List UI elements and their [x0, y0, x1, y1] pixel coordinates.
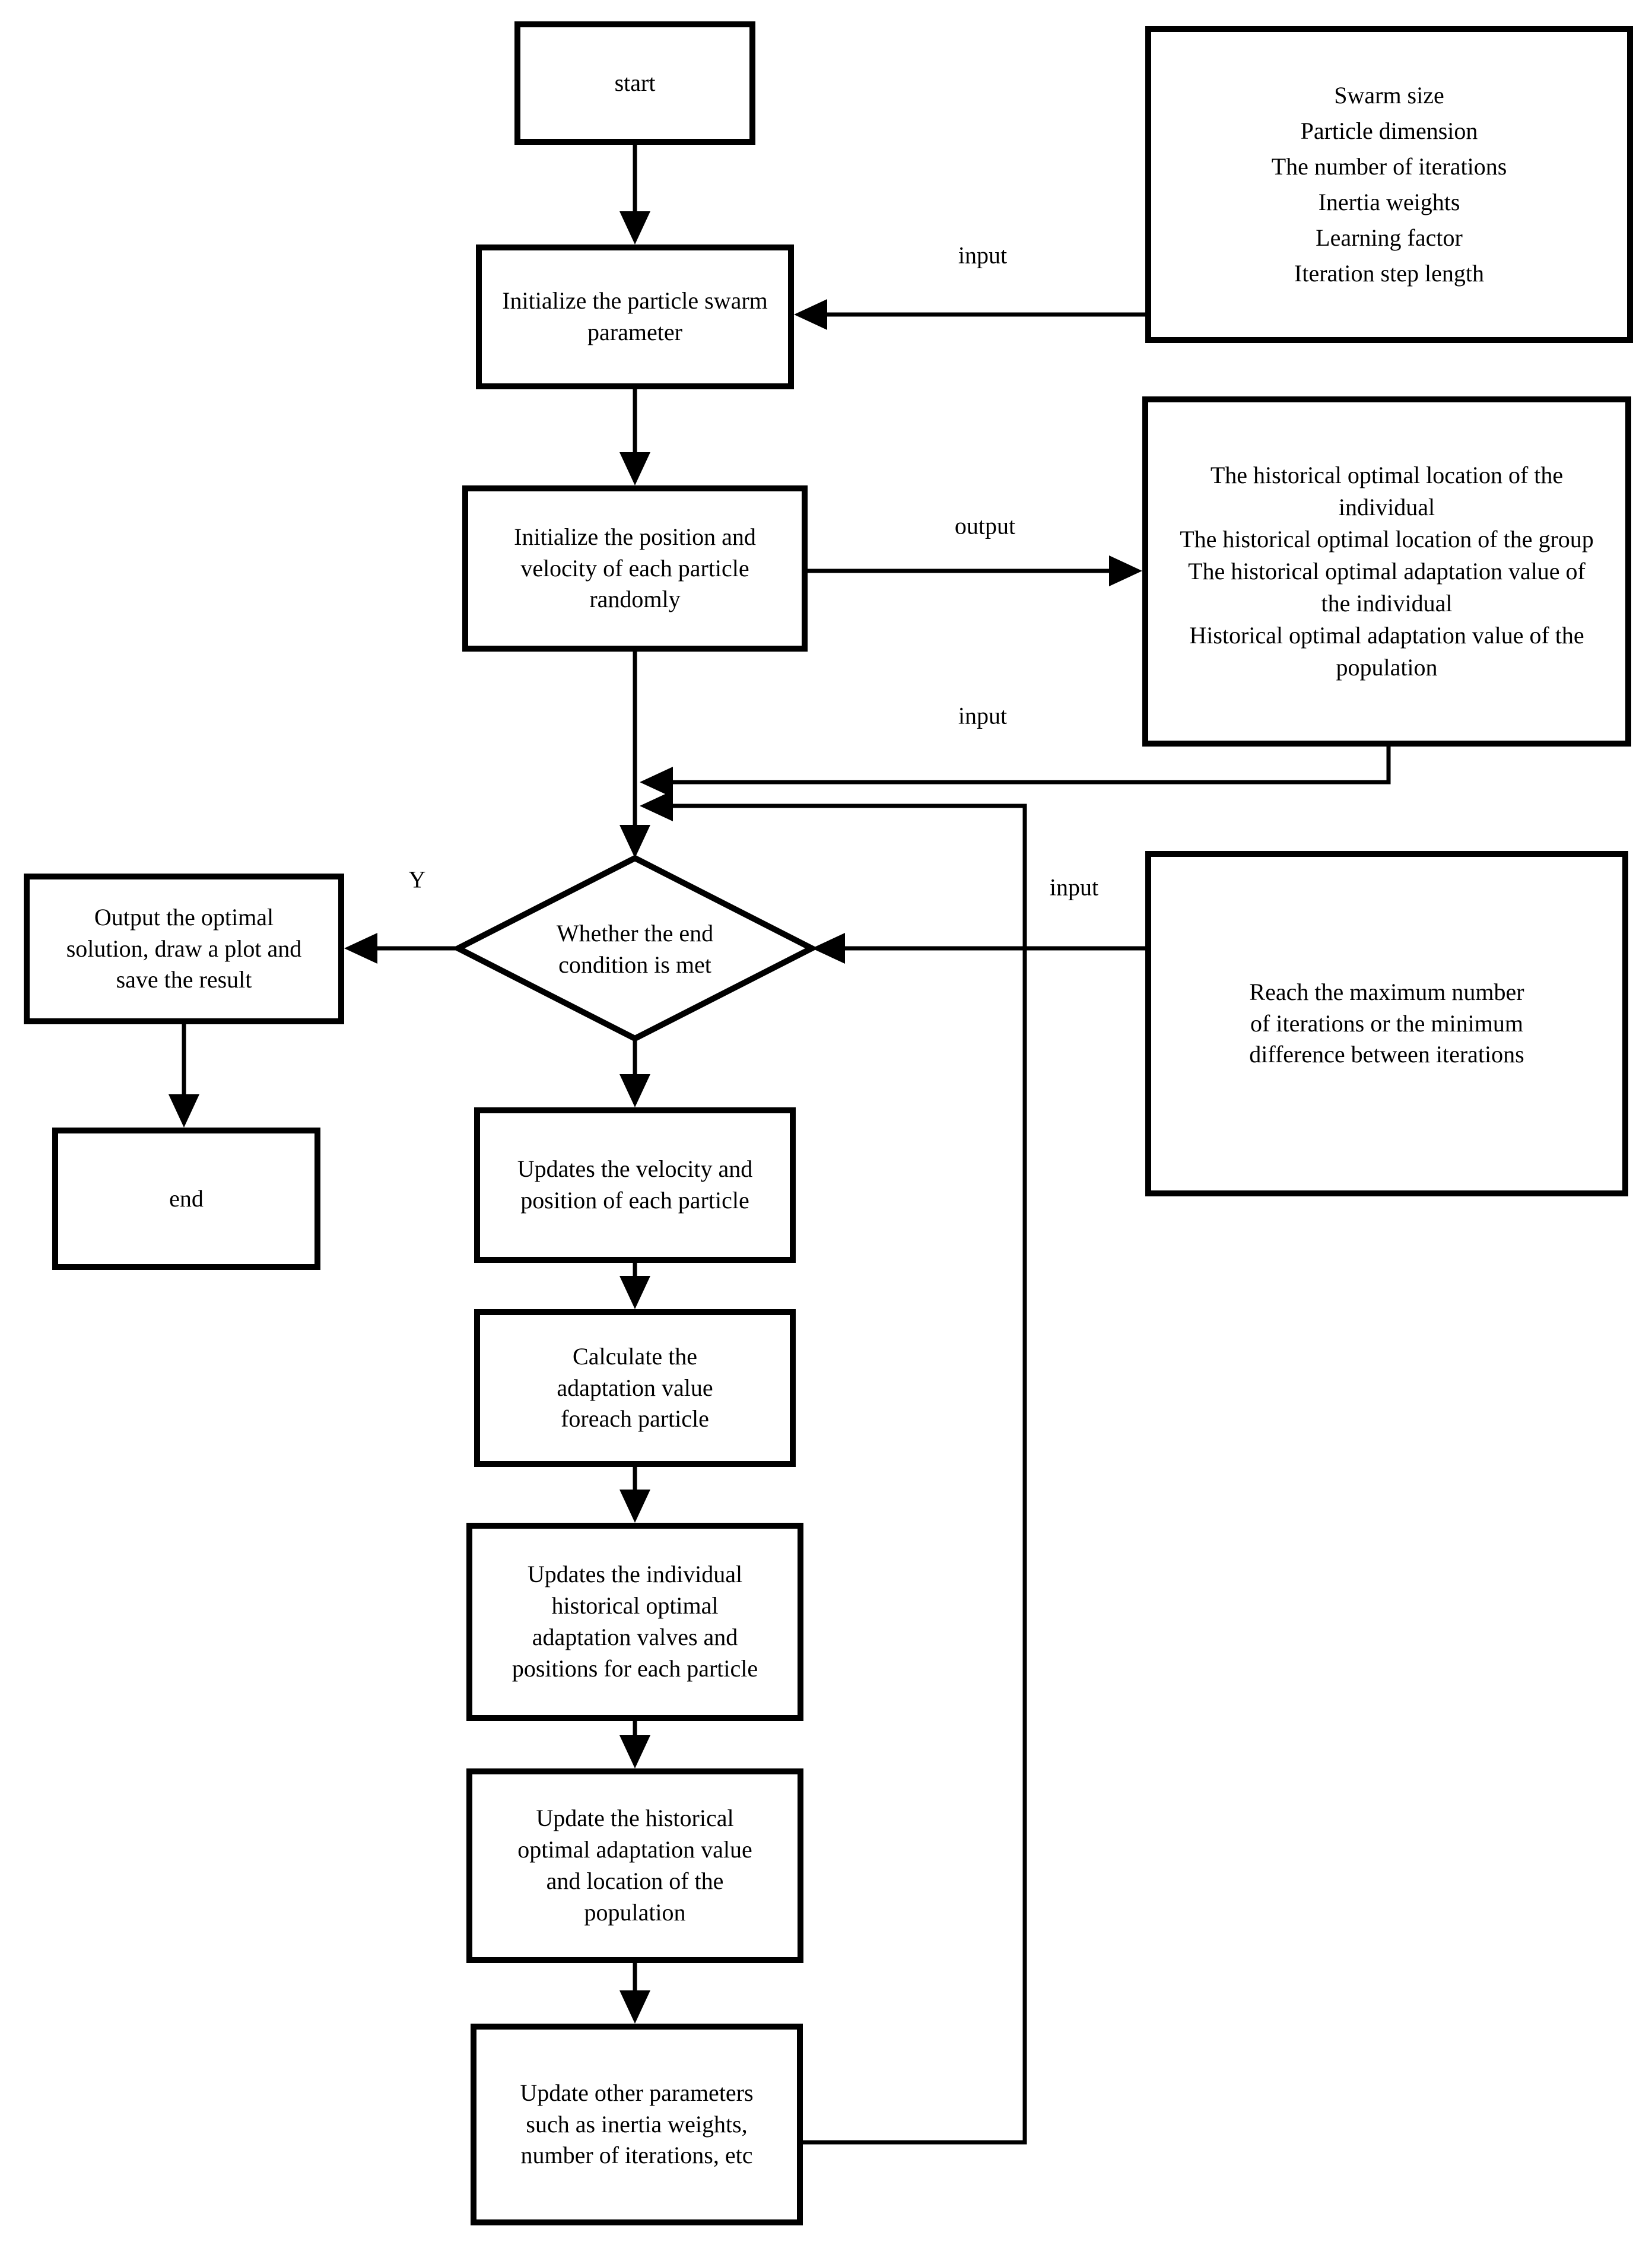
calc-adaptation-node: Calculate the adaptation value foreach p… [474, 1309, 796, 1467]
edge-output-to-end [169, 1024, 199, 1128]
update-other-params-node-label: Update other parameters such as inertia … [520, 2079, 754, 2169]
end-node-label: end [169, 1185, 204, 1212]
start-node: start [514, 21, 755, 145]
calc-adaptation-node-label: Calculate the adaptation value foreach p… [557, 1342, 713, 1433]
update-population-best-node-label: Update the historical optimal adaptation… [517, 1805, 752, 1926]
history-outputs-line: The historical optimal location of the i… [1210, 462, 1564, 520]
edge-params-input-arrow [794, 299, 1145, 330]
edge-condition-input-arrow [812, 933, 1145, 964]
update-individual-best-node: Updates the individual historical optima… [466, 1523, 803, 1721]
update-population-best-node: Update the historical optimal adaptation… [466, 1768, 803, 1963]
decision-node-label-box: Whether the end condition is met [510, 890, 760, 1009]
swarm-params-line: Particle dimension [1300, 118, 1478, 144]
edge-population-to-other-params [620, 1963, 650, 2024]
start-node-label: start [614, 69, 656, 96]
edge-label-input-params: input [958, 242, 1008, 269]
swarm-params-line: Inertia weights [1318, 189, 1460, 215]
edge-label-output-history: output [954, 512, 1016, 539]
history-outputs-line: Historical optimal adaptation value of t… [1189, 622, 1584, 681]
init-position-node: Initialize the position and velocity of … [462, 485, 808, 652]
edge-decision-yes-arrow [344, 933, 458, 964]
edge-update-velocity-to-calc [620, 1263, 650, 1309]
swarm-params-node: Swarm size Particle dimension The number… [1145, 26, 1633, 343]
update-velocity-node: Updates the velocity and position of eac… [474, 1107, 796, 1263]
decision-node-label: Whether the end condition is met [556, 920, 714, 978]
output-solution-node: Output the optimal solution, draw a plot… [24, 874, 344, 1024]
swarm-params-line: Learning factor [1316, 224, 1463, 251]
edge-update-individual-to-population [620, 1721, 650, 1768]
history-outputs-line: The historical optimal location of the g… [1180, 526, 1594, 552]
edge-label-decision-yes: Y [408, 866, 426, 893]
end-condition-node: Reach the maximum number of iterations o… [1145, 851, 1628, 1196]
swarm-params-line: The number of iterations [1271, 153, 1507, 180]
init-position-node-label: Initialize the position and velocity of … [514, 523, 756, 613]
edge-label-input-history: input [958, 702, 1008, 729]
edge-label-input-condition: input [1049, 874, 1099, 901]
output-solution-node-label: Output the optimal solution, draw a plot… [66, 903, 302, 993]
swarm-params-line: Swarm size [1334, 82, 1444, 109]
edge-start-to-init-params [620, 145, 650, 244]
init-params-node-label: Initialize the particle swarm parameter [502, 287, 768, 345]
edge-init-position-output-arrow [808, 555, 1142, 586]
update-individual-best-node-label: Updates the individual historical optima… [512, 1561, 758, 1682]
edge-feedback-loop [640, 790, 1027, 2145]
edge-calc-to-update-individual [620, 1467, 650, 1523]
edge-decision-to-update-velocity [620, 1039, 650, 1107]
update-other-params-node: Update other parameters such as inertia … [471, 2024, 803, 2225]
edge-init-position-to-decision [620, 652, 650, 858]
end-node: end [52, 1128, 320, 1270]
update-velocity-node-label: Updates the velocity and position of eac… [517, 1155, 753, 1214]
history-outputs-line: The historical optimal adaptation value … [1188, 558, 1586, 617]
edge-history-input-arrow [640, 747, 1391, 798]
init-params-node: Initialize the particle swarm parameter [476, 244, 794, 389]
edge-init-params-to-init-position [620, 389, 650, 485]
swarm-params-line: Iteration step length [1294, 260, 1484, 287]
end-condition-node-label: Reach the maximum number of iterations o… [1249, 978, 1524, 1068]
history-outputs-node: The historical optimal location of the i… [1142, 396, 1631, 747]
